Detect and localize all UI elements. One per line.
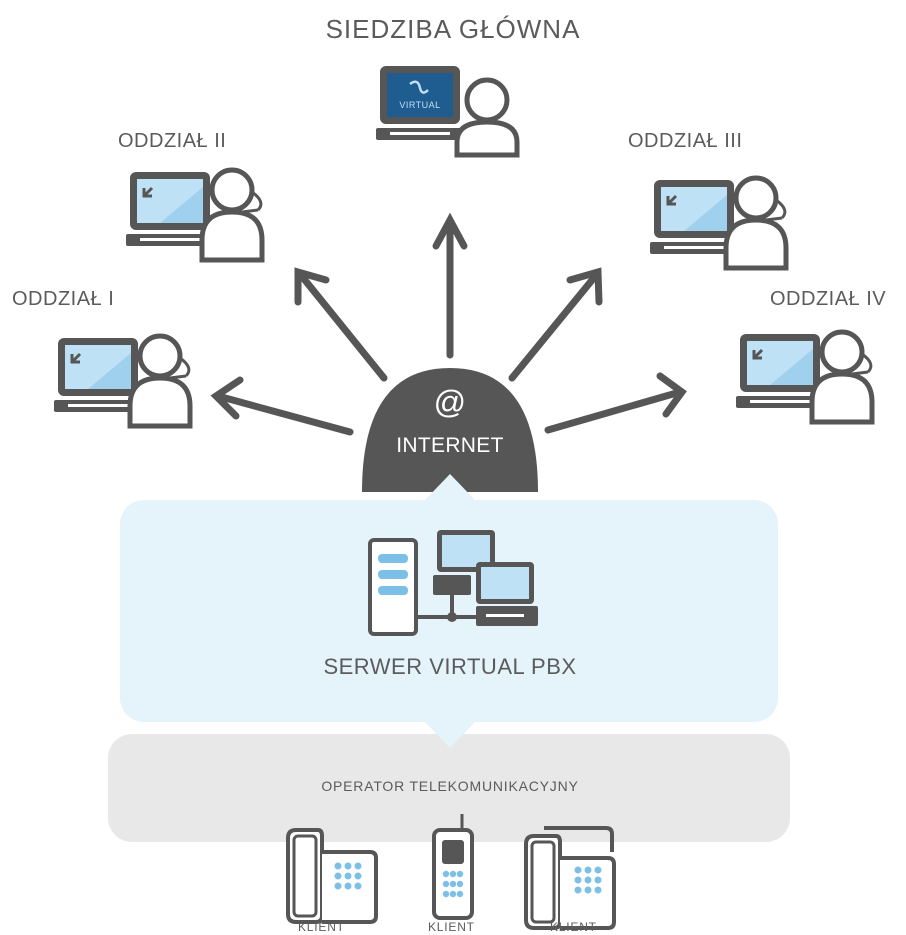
phone-icon-3 xyxy=(524,826,616,930)
headquarters-title: SIEDZIBA GŁÓWNA xyxy=(325,14,581,44)
server-pointer xyxy=(425,722,475,748)
arrows xyxy=(210,212,687,436)
phone-icon-1 xyxy=(286,828,378,924)
internet-symbol: @ xyxy=(433,384,467,420)
branch-label-4: ODDZIAŁ IV xyxy=(770,288,887,310)
client-label-3: KLIENT xyxy=(550,920,597,934)
server-icon xyxy=(368,530,538,636)
branch-1-workstation xyxy=(52,336,190,426)
branch-label-1: ODDZIAŁ I xyxy=(12,288,115,310)
internet-dome xyxy=(362,368,538,492)
operator-panel xyxy=(108,734,790,842)
hq-workstation xyxy=(376,66,520,158)
client-label-1: KLIENT xyxy=(298,920,345,934)
phone-icon-2 xyxy=(432,814,474,920)
client-label-2: KLIENT xyxy=(428,920,475,934)
branch-4-workstation xyxy=(734,332,872,422)
branch-label-2: ODDZIAŁ II xyxy=(118,130,227,152)
internet-pointer xyxy=(425,474,475,500)
branch-label-3: ODDZIAŁ III xyxy=(628,130,743,152)
server-panel xyxy=(120,500,778,722)
branch-2-workstation xyxy=(124,170,262,260)
operator-label: OPERATOR TELEKOMUNIKACYJNY xyxy=(321,778,579,794)
internet-label: INTERNET xyxy=(396,434,504,457)
hq-screen-logo: VIRTUAL xyxy=(399,100,441,110)
server-label: SERWER VIRTUAL PBX xyxy=(323,654,577,679)
branch-3-workstation xyxy=(648,178,786,268)
